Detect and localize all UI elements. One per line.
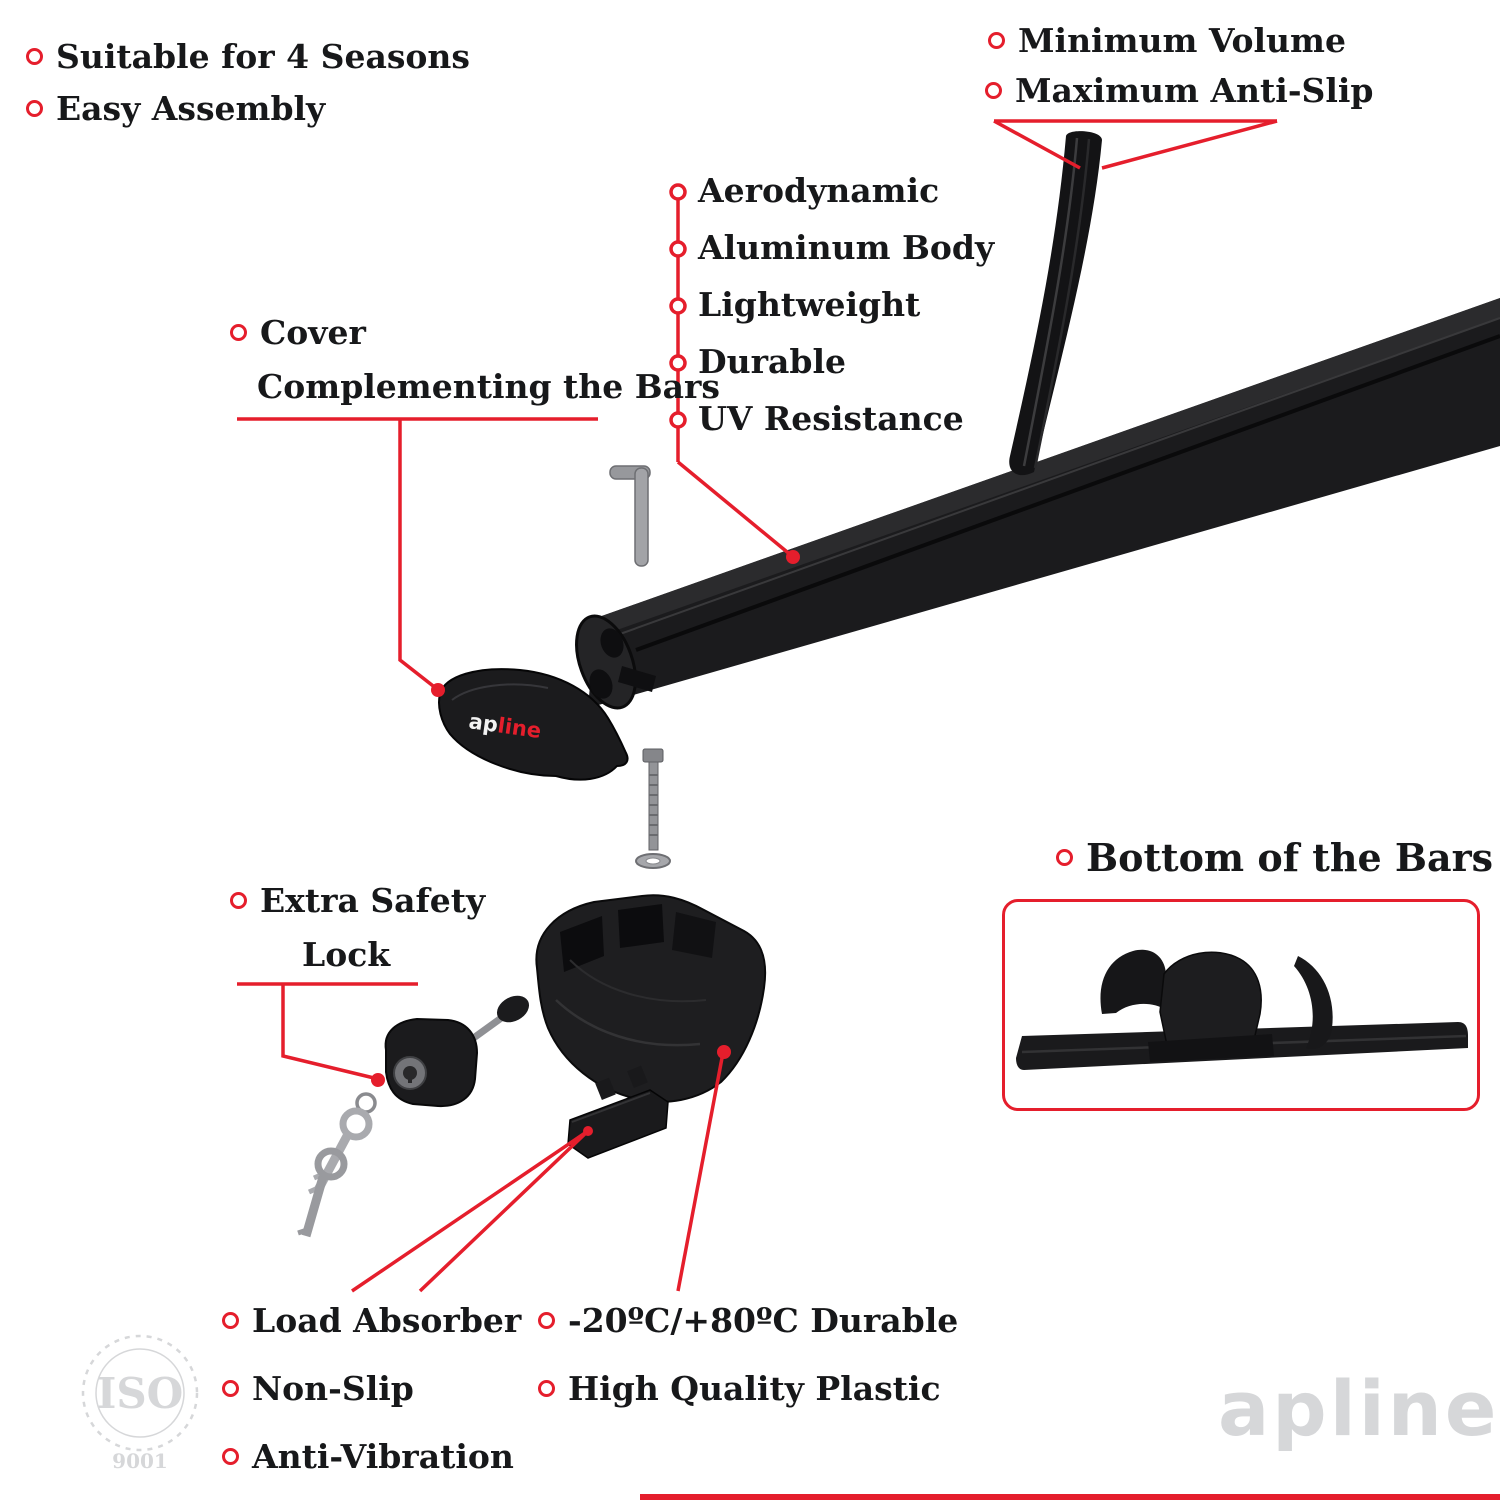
bar-feature-uv-resistance: UV Resistance (698, 398, 964, 439)
feature-maximum-antislip: Maximum Anti-Slip (985, 70, 1374, 111)
material-feature-plastic: High Quality Plastic (538, 1368, 941, 1409)
lock-graphic (384, 995, 530, 1108)
feature-label: Durable (698, 342, 846, 381)
feature-label: Complementing the Bars (257, 367, 720, 406)
bullet-icon (538, 1380, 555, 1397)
bottom-of-bars-box (1002, 899, 1480, 1111)
feature-label: Aluminum Body (698, 228, 995, 267)
brand-watermark: apline (1218, 1364, 1500, 1453)
bolt-graphic (642, 748, 664, 851)
allen-key-graphic (609, 465, 651, 567)
bottom-of-bars-heading: Bottom of the Bars (1056, 834, 1493, 882)
bar-feature-aluminum-body: Aluminum Body (698, 227, 994, 268)
bar-feature-lightweight: Lightweight (698, 284, 920, 325)
washer-graphic (635, 853, 671, 869)
iso-title: ISO (97, 1369, 184, 1418)
feature-label: Anti-Vibration (252, 1437, 514, 1476)
feature-label: Minimum Volume (1018, 21, 1346, 60)
feature-label: -20ºC/+80ºC Durable (568, 1301, 959, 1340)
mounting-foot-graphic (535, 894, 767, 1103)
feature-label: Load Absorber (252, 1301, 522, 1340)
roof-bar-graphic (575, 298, 1500, 710)
bullet-icon (222, 1380, 239, 1397)
bar-feature-durable: Durable (698, 341, 846, 382)
feature-suitable-seasons: Suitable for 4 Seasons (26, 36, 470, 77)
rubber-strip-graphic (1009, 131, 1102, 476)
feature-label: UV Resistance (698, 399, 964, 438)
bottom-accent-line (640, 1494, 1500, 1500)
leader-lines (237, 119, 1278, 1293)
feature-label: Lightweight (698, 285, 921, 324)
foot-feature-non-slip: Non-Slip (222, 1368, 414, 1409)
cover-callout-line2: Complementing the Bars (257, 366, 720, 407)
bar-feature-aerodynamic: Aerodynamic (698, 170, 939, 211)
feature-label: Aerodynamic (698, 171, 940, 210)
bullet-icon (230, 892, 247, 909)
bullet-icon (538, 1312, 555, 1329)
lock-callout-line1: Extra Safety (230, 880, 485, 921)
cover-callout-line1: Cover (230, 312, 366, 353)
lock-callout-line2: Lock (302, 934, 390, 975)
feature-label: Extra Safety (260, 881, 486, 920)
material-feature-temperature: -20ºC/+80ºC Durable (538, 1300, 958, 1341)
feature-label: Non-Slip (252, 1369, 414, 1408)
bullet-icon (26, 100, 43, 117)
bullet-icon (26, 48, 43, 65)
foot-feature-load-absorber: Load Absorber (222, 1300, 521, 1341)
feature-label: Suitable for 4 Seasons (56, 37, 470, 76)
feature-minimum-volume: Minimum Volume (988, 20, 1346, 61)
foot-feature-anti-vibration: Anti-Vibration (222, 1436, 514, 1477)
bullet-icon (985, 82, 1002, 99)
iso-badge: ISO 9001 (81, 1334, 199, 1473)
bullet-icon (988, 32, 1005, 49)
feature-label: High Quality Plastic (568, 1369, 941, 1408)
iso-subtitle: 9001 (112, 1449, 168, 1473)
feature-label: Cover (260, 313, 366, 352)
feature-label: Maximum Anti-Slip (1015, 71, 1374, 110)
feature-label: Easy Assembly (56, 89, 326, 128)
cover-graphic: apline (438, 668, 629, 781)
bullet-icon (230, 324, 247, 341)
feature-easy-assembly: Easy Assembly (26, 88, 325, 129)
bullet-icon (222, 1312, 239, 1329)
bullet-icon (1056, 849, 1073, 866)
section-title: Bottom of the Bars (1086, 835, 1494, 880)
keys-graphic (297, 1092, 377, 1238)
bullet-icon (222, 1448, 239, 1465)
feature-label: Lock (302, 935, 391, 974)
bottom-of-bars-graphic (1016, 949, 1468, 1070)
